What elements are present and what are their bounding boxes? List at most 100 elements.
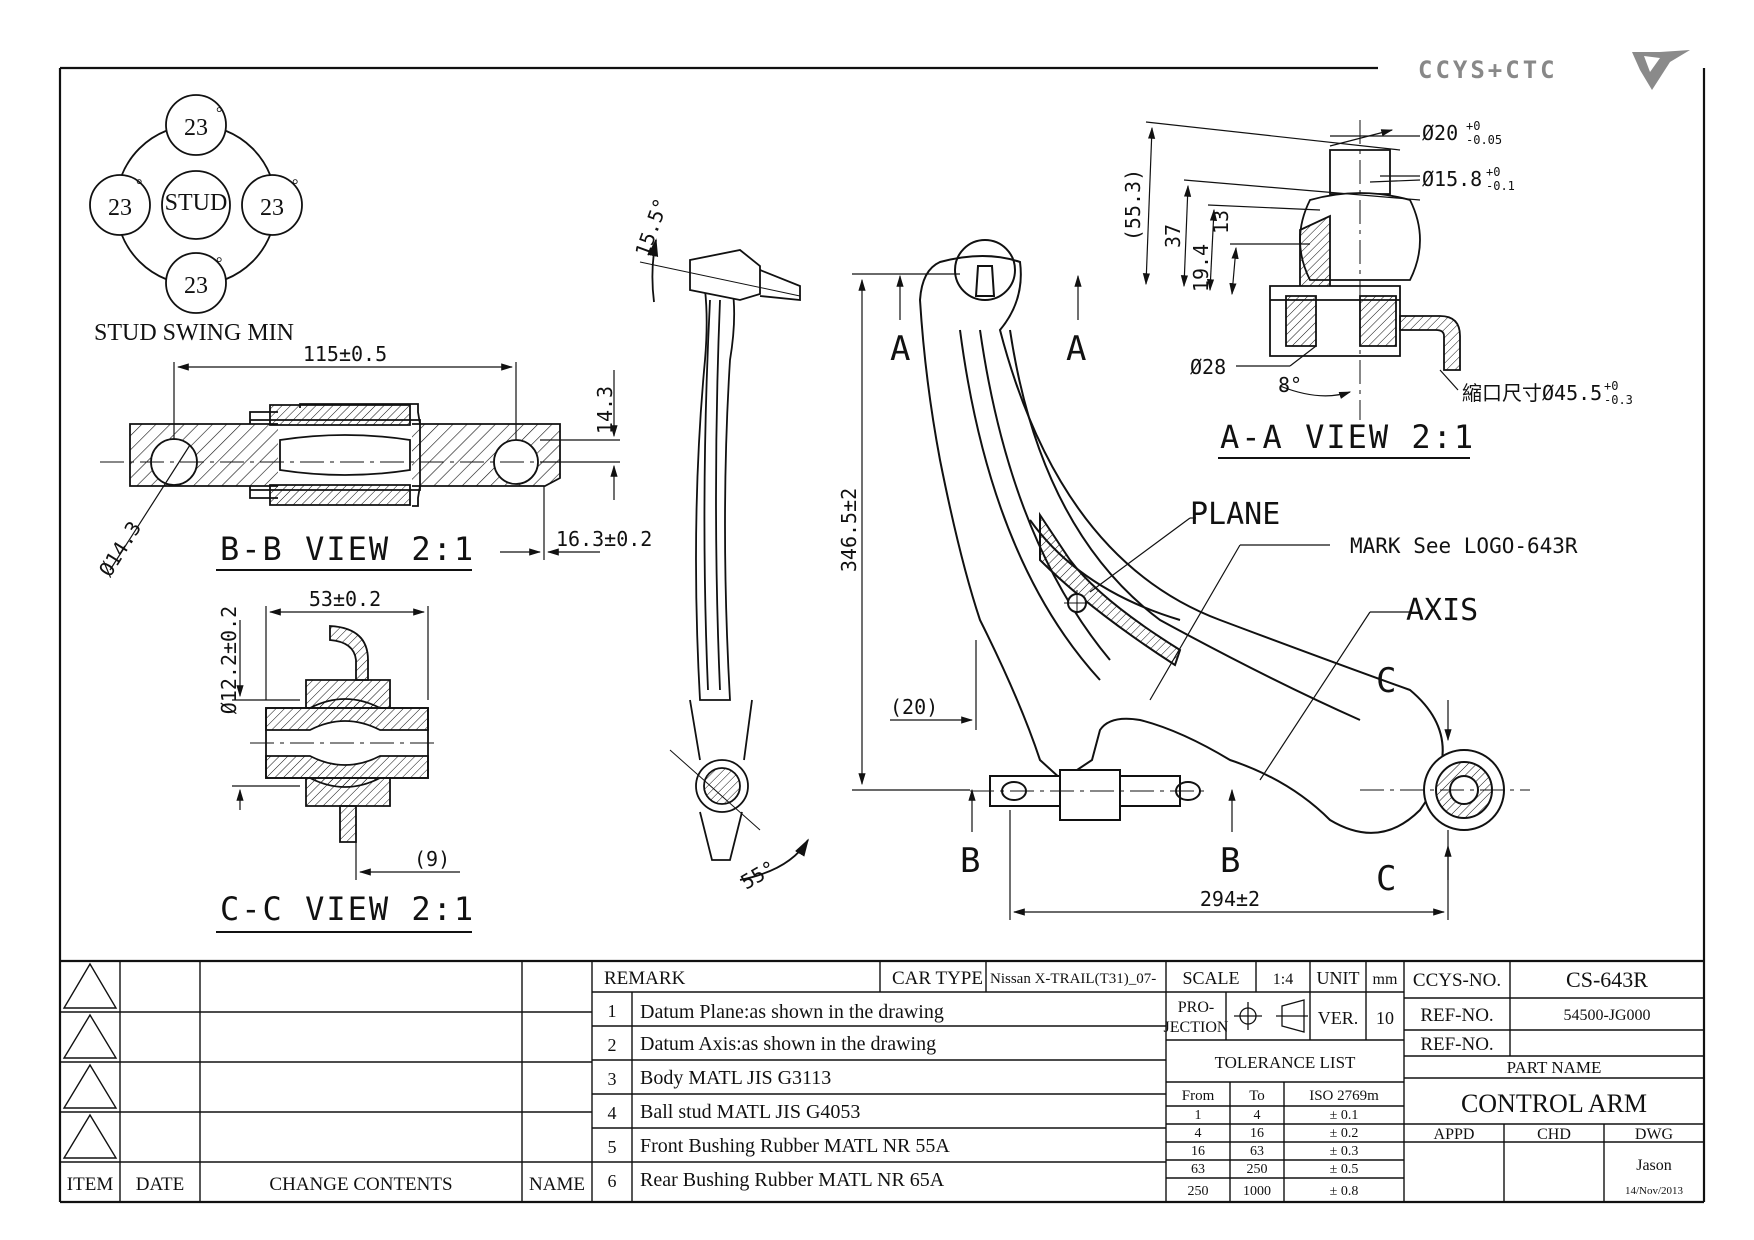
- aa-dim-base: Ø28: [1190, 355, 1226, 379]
- tol-row-2-from: 4: [1195, 1126, 1202, 1141]
- part-name-label: PART NAME: [1507, 1058, 1602, 1077]
- rev-header-change: CHANGE CONTENTS: [269, 1174, 452, 1195]
- stud-angle-bottom: 23: [184, 273, 208, 299]
- tol-row-1-from: 1: [1195, 1108, 1202, 1123]
- bb-view-title: B-B VIEW 2:1: [220, 530, 475, 568]
- tol-row-5-tol: ± 0.8: [1330, 1184, 1359, 1199]
- aa-dim-top-tol-low: -0.05: [1466, 133, 1502, 147]
- ref-no-label: REF-NO.: [1420, 1005, 1493, 1026]
- chd-label: CHD: [1537, 1126, 1571, 1143]
- company-logo: CCYS+CTC: [1418, 50, 1690, 90]
- scale-value: 1:4: [1273, 971, 1293, 988]
- cc-dim-width: 53±0.2: [309, 587, 381, 611]
- main-dimensions: [852, 273, 1452, 920]
- aa-dim-neck-tol-low: -0.3: [1604, 393, 1633, 407]
- aa-section-view: [1269, 120, 1461, 420]
- tol-col-to: To: [1249, 1088, 1265, 1104]
- projection-label-1: PRO-: [1178, 999, 1214, 1016]
- remark-no-3: 3: [608, 1069, 617, 1089]
- tol-row-4-to: 250: [1247, 1162, 1268, 1177]
- stud-deg-right: °: [292, 177, 298, 194]
- tol-row-2-tol: ± 0.2: [1330, 1126, 1359, 1141]
- tol-row-4-from: 63: [1191, 1162, 1205, 1177]
- car-type-value: Nissan X-TRAIL(T31)_07-: [990, 971, 1156, 987]
- main-dim-height: 346.5±2: [837, 488, 861, 572]
- main-dim-width: 294±2: [1200, 887, 1260, 911]
- stud-label: STUD: [165, 190, 228, 216]
- remark-no-4: 4: [608, 1103, 617, 1123]
- ver-value: 10: [1376, 1008, 1394, 1028]
- remark-text-2: Datum Axis:as shown in the drawing: [640, 1033, 936, 1055]
- main-section-a-right: A: [1066, 329, 1086, 369]
- title-block-grid: [1404, 961, 1704, 1202]
- part-name-value: CONTROL ARM: [1461, 1089, 1647, 1118]
- remark-text-4: Ball stud MATL JIS G4053: [640, 1101, 860, 1123]
- remark-no-1: 1: [608, 1001, 617, 1021]
- stud-deg-bottom: °: [216, 255, 222, 272]
- label-mark: MARK See LOGO-643R: [1350, 534, 1578, 558]
- remark-text-6: Rear Bushing Rubber MATL NR 65A: [640, 1169, 945, 1191]
- remark-text-3: Body MATL JIS G3113: [640, 1067, 831, 1089]
- dwg-date: 14/Nov/2013: [1625, 1185, 1684, 1197]
- car-type-label: CAR TYPE: [892, 968, 983, 989]
- tol-row-5-to: 1000: [1243, 1184, 1271, 1199]
- main-section-c-bottom: C: [1376, 859, 1396, 899]
- bb-dim-offset: 16.3±0.2: [556, 527, 652, 551]
- main-section-b-right: B: [1220, 841, 1240, 881]
- dwg-name: Jason: [1636, 1157, 1672, 1174]
- projection-symbol-icon: [1234, 999, 1308, 1033]
- tol-row-3-tol: ± 0.3: [1330, 1144, 1359, 1159]
- cc-view-title: C-C VIEW 2:1: [220, 890, 475, 928]
- scale-block-grid: [1166, 961, 1405, 1202]
- remark-no-2: 2: [608, 1035, 617, 1055]
- aa-view-title: A-A VIEW 2:1: [1220, 418, 1475, 456]
- tol-col-iso: ISO 2769m: [1309, 1088, 1379, 1104]
- ver-label: VER.: [1318, 1008, 1359, 1028]
- cc-dim-ref: (9): [414, 847, 450, 871]
- aa-dimensions: [1142, 121, 1459, 399]
- scale-label: SCALE: [1182, 968, 1239, 988]
- aa-dim-h4: 13: [1209, 210, 1233, 234]
- tol-col-from: From: [1182, 1088, 1215, 1104]
- side-angle-top: 15.5°: [630, 195, 673, 260]
- tol-row-4-tol: ± 0.5: [1330, 1162, 1359, 1177]
- dwg-label: DWG: [1635, 1126, 1674, 1143]
- tol-row-3-from: 16: [1191, 1144, 1205, 1159]
- remark-no-5: 5: [608, 1137, 617, 1157]
- tol-row-5-from: 250: [1188, 1184, 1209, 1199]
- aa-dim-neck-tol-up: +0: [1604, 379, 1618, 393]
- bb-dim-hole: Ø14.3: [94, 517, 146, 581]
- stud-angle-right: 23: [260, 195, 284, 221]
- ref-no-2-label: REF-NO.: [1420, 1034, 1493, 1055]
- remark-text-1: Datum Plane:as shown in the drawing: [640, 1001, 944, 1023]
- stud-swing-diagram: [89, 94, 303, 314]
- tol-row-2-to: 16: [1250, 1126, 1264, 1141]
- ref-no-value: 54500-JG000: [1563, 1007, 1650, 1024]
- aa-dim-mid-tol-low: -0.1: [1486, 179, 1515, 193]
- control-arm-main-view: [918, 239, 1530, 834]
- unit-value: mm: [1373, 971, 1398, 988]
- projection-label-2: JECTION: [1164, 1019, 1229, 1036]
- unit-label: UNIT: [1317, 968, 1360, 988]
- stud-angle-left: 23: [108, 195, 132, 221]
- main-section-b-left: B: [960, 841, 980, 881]
- stud-angle-top: 23: [184, 115, 208, 141]
- revision-table-grid: [60, 961, 593, 1202]
- aa-dim-h1: (55.3): [1121, 169, 1145, 241]
- remark-no-6: 6: [608, 1171, 617, 1191]
- bb-dimensions: [109, 362, 620, 571]
- rev-header-name: NAME: [529, 1174, 585, 1195]
- ccys-no-label: CCYS-NO.: [1413, 970, 1501, 991]
- bb-section-view: [100, 403, 610, 520]
- aa-dim-top-dia: Ø20: [1422, 121, 1458, 145]
- tol-row-3-to: 63: [1250, 1144, 1264, 1159]
- rev-header-date: DATE: [136, 1174, 185, 1195]
- aa-dim-mid-tol-up: +0: [1486, 165, 1500, 179]
- main-section-a-left: A: [890, 329, 910, 369]
- main-dim-ref: (20): [890, 695, 938, 719]
- cc-dimensions: [232, 606, 460, 880]
- aa-dim-h3: 19.4: [1189, 244, 1213, 292]
- rev-header-item: ITEM: [67, 1174, 114, 1195]
- aa-dim-top-tol-up: +0: [1466, 119, 1480, 133]
